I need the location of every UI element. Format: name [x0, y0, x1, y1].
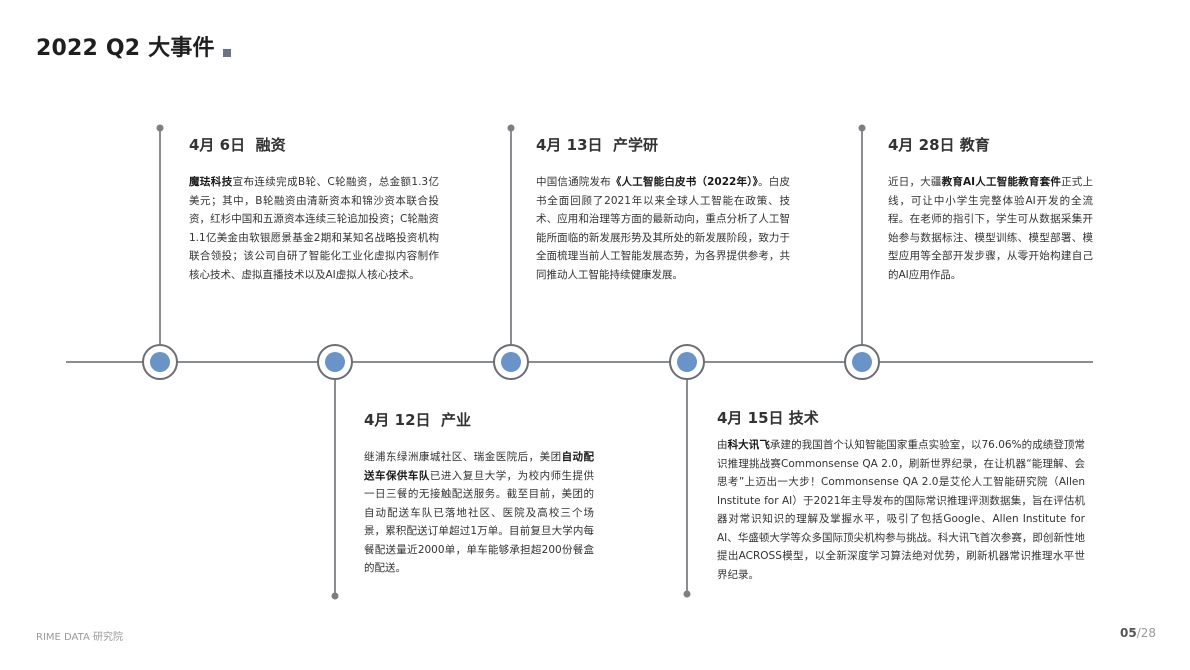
page-separator: / — [1136, 626, 1141, 640]
event-body: 继浦东绿洲康城社区、瑞金医院后，美团自动配送车保供车队已进入复旦大学，为校内师生… — [364, 448, 594, 578]
event-highlight: 教育AI人工智能教育套件 — [941, 176, 1062, 188]
page-current: 05 — [1119, 626, 1137, 640]
event-highlight: 自动配送车保供车队 — [364, 451, 595, 482]
event-date: 4月 28日 — [888, 136, 955, 154]
connector-event-1 — [159, 128, 161, 344]
connector-event-5 — [861, 128, 863, 344]
event-text: 已进入复旦大学，为校内师生提供一日三餐的无接触配送服务。截至目前，美团的自动配送… — [364, 469, 595, 575]
event-heading: 4月 6日 融资 — [189, 134, 439, 155]
timeline-axis — [66, 361, 1093, 363]
event-text: 承建的我国首个认知智能国家重点实验室，以76.06%的成绩登顶常识推理挑战赛Co… — [717, 439, 1086, 581]
page-total: 28 — [1140, 626, 1156, 640]
node-dot-icon — [150, 352, 170, 372]
event-highlight: 科大讯飞 — [727, 439, 770, 451]
event-heading: 4月 13日 产学研 — [536, 134, 790, 155]
event-date: 4月 6日 — [189, 136, 246, 154]
event-text: 正式上线，可让中小学生完整体验AI开发的全流程。在老师的指引下，学生可从数据采集… — [888, 176, 1094, 281]
event-body: 由科大讯飞承建的我国首个认知智能国家重点实验室，以76.06%的成绩登顶常识推理… — [717, 436, 1085, 584]
event-text-pre: 近日，大疆 — [888, 176, 942, 188]
connector-end-dot — [331, 592, 339, 600]
title-square-icon — [222, 49, 231, 57]
event-body: 中国信通院发布《人工智能白皮书（2022年）》。白皮书全面回顾了2021年以来全… — [536, 173, 790, 284]
event-body: 近日，大疆教育AI人工智能教育套件正式上线，可让中小学生完整体验AI开发的全流程… — [888, 173, 1093, 284]
event-card-technology: 4月 15日 技术 由科大讯飞承建的我国首个认知智能国家重点实验室，以76.06… — [717, 407, 1085, 584]
node-dot-icon — [852, 352, 872, 372]
page-title: 2022 Q2 大事件 — [36, 30, 231, 62]
event-date: 4月 12日 — [364, 411, 431, 429]
event-highlight: 魔珐科技 — [189, 176, 233, 188]
event-card-financing: 4月 6日 融资 魔珐科技宣布连续完成B轮、C轮融资，总金额1.3亿美元；其中，… — [189, 134, 439, 284]
event-text-pre: 继浦东绿洲康城社区、瑞金医院后，美团 — [364, 451, 562, 463]
event-category: 产学研 — [613, 136, 659, 154]
node-dot-icon — [677, 352, 697, 372]
page-title-text: 2022 Q2 大事件 — [36, 36, 215, 61]
connector-end-dot — [858, 124, 866, 132]
page-number: 05/28 — [1120, 626, 1156, 640]
event-category: 技术 — [788, 409, 819, 427]
event-card-education: 4月 28日 教育 近日，大疆教育AI人工智能教育套件正式上线，可让中小学生完整… — [888, 134, 1093, 284]
timeline-node-apr-28 — [844, 344, 880, 380]
event-body: 魔珐科技宣布连续完成B轮、C轮融资，总金额1.3亿美元；其中，B轮融资由清新资本… — [189, 173, 439, 284]
timeline-node-apr-13 — [493, 344, 529, 380]
timeline-node-apr-6 — [142, 344, 178, 380]
event-text-pre: 由 — [717, 439, 728, 451]
event-highlight: 《人工智能白皮书（2022年）》 — [610, 176, 759, 188]
node-dot-icon — [325, 352, 345, 372]
connector-event-2 — [334, 380, 336, 596]
event-card-industry: 4月 12日 产业 继浦东绿洲康城社区、瑞金医院后，美团自动配送车保供车队已进入… — [364, 409, 594, 578]
node-dot-icon — [501, 352, 521, 372]
connector-end-dot — [683, 590, 691, 598]
connector-event-3 — [510, 128, 512, 344]
event-date: 4月 15日 — [717, 409, 784, 427]
connector-end-dot — [507, 124, 515, 132]
event-heading: 4月 12日 产业 — [364, 409, 594, 430]
connector-end-dot — [156, 124, 164, 132]
event-text: 宣布连续完成B轮、C轮融资，总金额1.3亿美元；其中，B轮融资由清新资本和锦沙资… — [189, 176, 439, 281]
event-category: 教育 — [959, 136, 990, 154]
footer-brand: RIME DATA 研究院 — [36, 632, 123, 643]
event-date: 4月 13日 — [536, 136, 603, 154]
event-heading: 4月 15日 技术 — [717, 407, 1085, 428]
event-card-academia: 4月 13日 产学研 中国信通院发布《人工智能白皮书（2022年）》。白皮书全面… — [536, 134, 790, 284]
event-text: 。白皮书全面回顾了2021年以来全球人工智能在政策、技术、应用和治理等方面的最新… — [536, 176, 790, 281]
event-category: 产业 — [441, 411, 472, 429]
event-heading: 4月 28日 教育 — [888, 134, 1093, 155]
event-text-pre: 中国信通院发布 — [536, 176, 611, 188]
timeline-node-apr-15 — [669, 344, 705, 380]
timeline-node-apr-12 — [317, 344, 353, 380]
connector-event-4 — [686, 380, 688, 594]
event-category: 融资 — [255, 136, 286, 154]
